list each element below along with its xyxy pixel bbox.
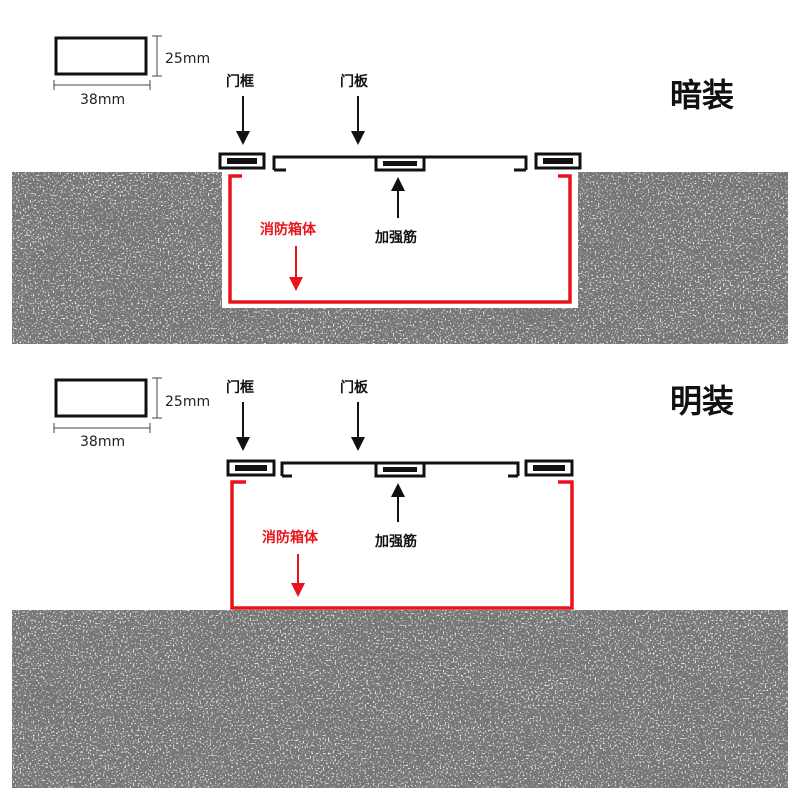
profile-section [54,36,148,76]
wall-recess [222,170,578,308]
door-frame-left [218,152,266,170]
dim-height: 25mm [165,51,210,67]
cabinet-body [230,480,574,610]
cabinet-body [228,174,572,304]
section-title: 暗装 [670,76,734,114]
door-frame-right [524,459,574,477]
cabinet-body-label: 消防箱体 [262,529,319,546]
door-frame-left [226,459,276,477]
dim-width: 38mm [80,434,125,450]
dimension-legend: 25mm 38mm [53,377,210,450]
section-concealed: 25mm 38mm 暗装 门框 门板 [12,35,788,344]
dim-width: 38mm [80,92,125,108]
door-panel-label: 门板 [340,73,369,90]
dimension-legend: 25mm 38mm [53,35,210,108]
stiffener [374,461,426,478]
section-surface: 25mm 38mm 明装 门框 门板 [12,377,788,788]
door-frame-right [534,152,582,170]
profile-section [54,378,148,418]
concrete-wall [12,610,788,788]
stiffener-label: 加强筋 [374,229,417,246]
cabinet-body-label: 消防箱体 [260,221,317,238]
stiffener-label: 加强筋 [374,533,417,550]
stiffener [374,155,426,172]
door-frame-label: 门框 [226,73,254,90]
door-frame-label: 门框 [226,379,254,396]
section-title: 明装 [670,382,734,420]
door-panel-label: 门板 [340,379,369,396]
dim-height: 25mm [165,394,210,410]
